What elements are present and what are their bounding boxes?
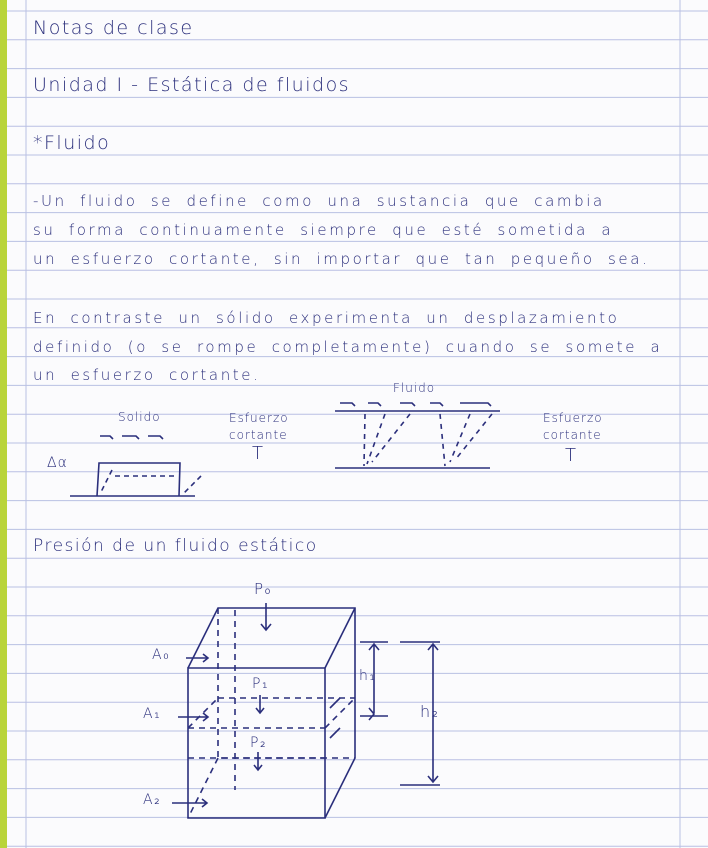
section-heading: *Fluido xyxy=(33,132,111,154)
contrast-line: un esfuerzo cortante. xyxy=(33,366,261,384)
fluid-label: Fluido xyxy=(393,381,436,395)
cube-diagram xyxy=(172,603,440,819)
stress-symbol: T xyxy=(565,445,578,466)
notebook-edge xyxy=(0,0,7,848)
p2-label: P₂ xyxy=(250,735,268,751)
stress-symbol: T xyxy=(252,443,265,464)
p0-label: P₀ xyxy=(254,580,273,598)
contrast-line: definido (o se rompe completamente) cuan… xyxy=(33,338,663,356)
a0-label: A₀ xyxy=(152,647,171,663)
a2-label: A₂ xyxy=(143,792,162,808)
fluid-diagram xyxy=(335,402,500,469)
solid-diagram xyxy=(70,435,202,497)
definition-line: -Un fluido se define como una sustancia … xyxy=(33,192,605,210)
h1-label: h₁ xyxy=(359,668,377,684)
definition-line: un esfuerzo cortante, sin importar que t… xyxy=(33,250,650,268)
definition-line: su forma continuamente siempre que esté … xyxy=(33,221,614,239)
angle-label: Δα xyxy=(47,455,68,471)
stress-label: Esfuerzo xyxy=(543,411,603,425)
a1-label: A₁ xyxy=(143,706,162,722)
stress-label: Esfuerzo xyxy=(229,411,289,425)
pressure-heading: Presión de un fluido estático xyxy=(33,536,318,556)
page-title: Notas de clase xyxy=(33,17,194,39)
solid-label: Solido xyxy=(118,410,161,424)
contrast-line: En contraste un sólido experimenta un de… xyxy=(33,309,620,327)
p1-label: P₁ xyxy=(252,676,270,692)
unit-heading: Unidad I - Estática de fluidos xyxy=(33,74,351,96)
stress-label: cortante xyxy=(543,428,602,442)
stress-label: cortante xyxy=(229,428,288,442)
